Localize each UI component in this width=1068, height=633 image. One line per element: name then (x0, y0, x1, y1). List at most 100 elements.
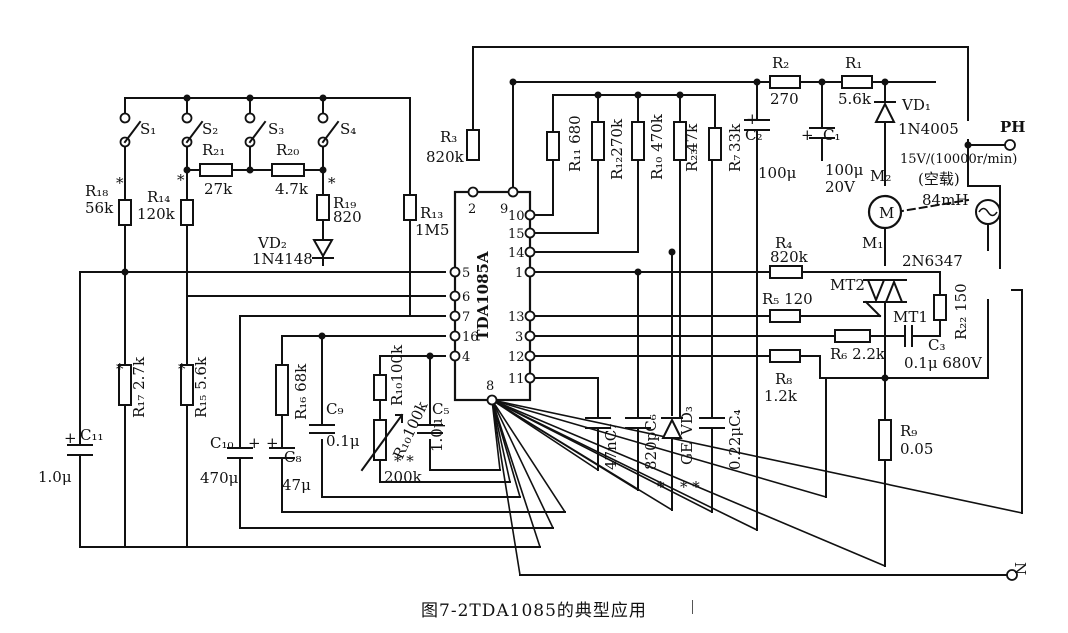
motor-m2: M (867, 194, 903, 230)
resistor-r22 (933, 294, 947, 321)
switch-s2: S₂ (181, 112, 218, 148)
terminal-n (1006, 569, 1018, 581)
diodes (312, 101, 896, 439)
label-c8-value: 47μ (282, 476, 311, 494)
label-c7: 47nC₇ (602, 424, 620, 470)
figure-caption: 图7-2TDA1085的典型应用 (421, 601, 647, 621)
resistor-r11 (546, 131, 560, 161)
label-star-r18: * (116, 174, 124, 192)
capacitor-c2 (744, 119, 770, 161)
label-vd2: VD₂ (257, 234, 287, 252)
pin-2: 2 (468, 202, 476, 217)
label-r14: R₁₄ (147, 188, 170, 206)
ic-tda1085a: TDA1085A 2 9 5 6 7 16 4 10 15 14 1 13 3 … (449, 186, 536, 406)
label-c10-value: 470μ (200, 469, 239, 487)
pin-9: 9 (500, 202, 508, 217)
capacitor-c1 (809, 127, 835, 161)
label-r3-value: 820k (426, 148, 465, 166)
label-r9-value: 0.05 (900, 440, 933, 458)
label-c2-plus: + (746, 110, 759, 128)
label-r4-value: 820k (770, 248, 809, 266)
label-r20: R₂₀ (276, 141, 299, 159)
switch-s1: S₁ (119, 112, 156, 148)
label-r21-value: 27k (204, 180, 233, 198)
label-r21: R₂₁ (202, 141, 225, 159)
label-triac: 2N6347 (902, 252, 963, 270)
resistor-r21 (199, 163, 233, 177)
pin-8: 8 (486, 379, 494, 394)
pin-4: 4 (462, 350, 470, 365)
pin-3: 3 (515, 330, 523, 345)
label-tacho: 15V/(10000r/min) (900, 152, 1017, 167)
label-c8: C₈ (284, 448, 302, 466)
label-vd3: VD₃ (678, 406, 696, 436)
label-star-r15: * (178, 360, 186, 378)
label-r17: R₁₇ 2.7k (130, 356, 148, 418)
resistor-r10a (631, 121, 645, 161)
component-labels: R₁₈ 56k * R₁₄ 120k * R₂₁ 27k R₂₀ 4.7k * … (38, 54, 1029, 575)
label-vd1: VD₁ (901, 96, 931, 114)
label-c10: C₁₀ (210, 434, 234, 452)
resistor-r9 (878, 419, 892, 461)
label-r8: R₈ (775, 370, 792, 388)
label-r13-value: 1M5 (415, 221, 449, 239)
label-vd1-value: 1N4005 (898, 120, 959, 138)
label-m1: M₁ (862, 234, 883, 252)
pin-12: 12 (508, 350, 525, 365)
label-n: N (1011, 562, 1029, 575)
label-star-r19: * (328, 174, 336, 192)
label-r11: R₁₁ 680 (566, 115, 584, 172)
resistor-r19 (316, 194, 330, 221)
pin-7: 7 (462, 310, 470, 325)
ic-name: TDA1085A (474, 251, 492, 341)
tacho-generator (975, 199, 1001, 251)
label-c1: C₁ (823, 126, 841, 144)
switch-s3: S₃ (244, 112, 284, 148)
pin-16: 16 (462, 330, 479, 345)
label-c2-value: 100μ (758, 164, 797, 182)
label-c10-plus: + (248, 434, 261, 452)
label-vd2-value: 1N4148 (252, 250, 313, 268)
label-r15: R₁₅ 5.6k (192, 356, 210, 418)
label-r16: R₁₆ 68k (292, 363, 310, 420)
label-dstar-pot: * * (394, 452, 414, 470)
pin-10: 10 (508, 209, 525, 224)
switches: S₁ S₂ S₃ S₄ (119, 112, 356, 148)
resistor-r23 (673, 121, 687, 161)
resistor-r20 (271, 163, 305, 177)
diode-vd2 (312, 239, 334, 259)
resistor-r10b (373, 374, 387, 401)
resistor-r2 (769, 75, 801, 89)
label-r14-value: 120k (137, 205, 176, 223)
label-r18-value: 56k (85, 199, 114, 217)
resistor-r14 (180, 199, 194, 226)
label-c9-value: 0.1μ (326, 432, 360, 450)
label-c3-value: 0.1μ 680V (904, 354, 983, 372)
switch-s4: S₄ (317, 112, 356, 148)
resistor-r17 (118, 364, 132, 406)
label-pot-value: 200k (384, 468, 423, 486)
capacitor-c5 (417, 424, 443, 434)
resistor-r7 (708, 127, 722, 161)
label-r10a: R₁₀ 470k (648, 113, 666, 180)
label-r10b: R₁₀100k (388, 344, 406, 406)
resistor-r3 (466, 129, 480, 161)
resistor-r4 (769, 265, 803, 279)
label-c4: 0.22μC₄ (726, 409, 744, 470)
label-star-c6: * (657, 478, 665, 496)
label-s1: S₁ (140, 120, 156, 138)
resistor-r8 (769, 349, 801, 363)
capacitor-c8 (269, 447, 295, 476)
label-r6: R₆ 2.2k (830, 345, 886, 363)
label-r8-value: 1.2k (764, 387, 798, 405)
label-c6: 820pC₆ (642, 414, 660, 470)
label-s3: S₃ (268, 120, 284, 138)
label-s4: S₄ (340, 120, 356, 138)
capacitor-c9 (309, 424, 335, 434)
label-inductance: 84mH (922, 191, 968, 209)
pin-11: 11 (508, 372, 525, 387)
diode-vd1 (874, 101, 896, 123)
label-r7: R₇ (726, 155, 744, 172)
label-c1-voltage: 20V (825, 178, 856, 196)
